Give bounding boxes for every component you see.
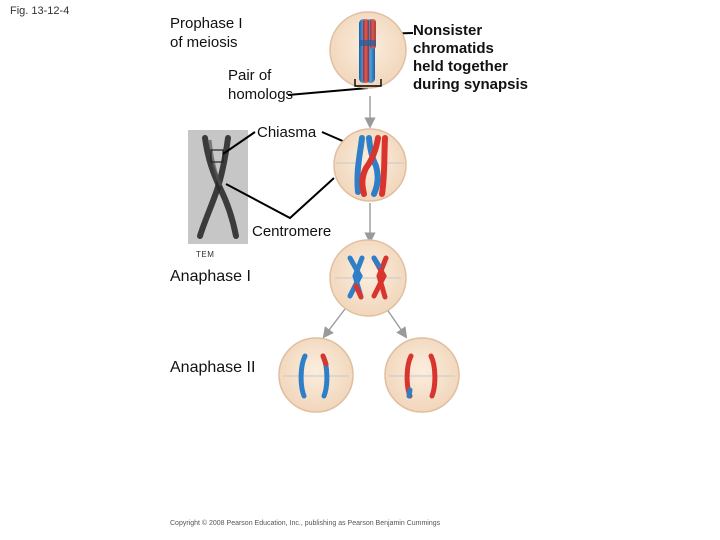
- tem-micrograph-image: [188, 130, 248, 244]
- anaphase-i-red-chromosome: [371, 255, 389, 300]
- nonsister-line4: during synapsis: [413, 76, 529, 93]
- nonsister-line1: Nonsister: [413, 22, 483, 39]
- centromere-label: Centromere: [252, 223, 332, 240]
- anaphase-i-blue-chromosome: [347, 255, 365, 300]
- pair-label-line2: homologs: [228, 86, 294, 103]
- anaphase-ii-left-cell: [278, 337, 354, 413]
- chiasma-cell: [333, 128, 407, 202]
- prophase-label-line2: of meiosis: [170, 34, 238, 51]
- figure-label: Fig. 13-12-4: [10, 5, 70, 17]
- nonsister-chromatids-label: Nonsister chromatids held together durin…: [413, 22, 528, 94]
- arrow-to-anaphase-ii-left: [322, 304, 349, 339]
- prophase-label: Prophase I of meiosis: [170, 14, 243, 52]
- anaphase-ii-right-cell: [384, 337, 460, 413]
- nonsister-line3: held together: [413, 58, 509, 75]
- prophase-cell: [329, 11, 407, 89]
- pair-label-line1: Pair of: [228, 67, 272, 84]
- nonsister-line2: chromatids: [413, 40, 494, 57]
- copyright-notice: Copyright © 2008 Pearson Education, Inc.…: [170, 520, 441, 527]
- pair-of-homologs-label: Pair of homologs: [228, 66, 293, 104]
- pair-of-homologs-leader-line: [287, 87, 369, 96]
- chiasma-tem-leader-line: [222, 131, 256, 155]
- prophase-label-line1: Prophase I: [170, 15, 243, 32]
- tem-label: TEM: [196, 250, 215, 259]
- anaphase-i-cell: [329, 239, 407, 317]
- anaphase-ii-label: Anaphase II: [170, 359, 256, 376]
- centromere-leader-line: [225, 177, 335, 220]
- chiasma-label: Chiasma: [257, 124, 317, 141]
- homolog-pair-bracket: [354, 79, 382, 87]
- anaphase-i-label: Anaphase I: [170, 268, 251, 285]
- chiasma-box-marker: [210, 149, 224, 163]
